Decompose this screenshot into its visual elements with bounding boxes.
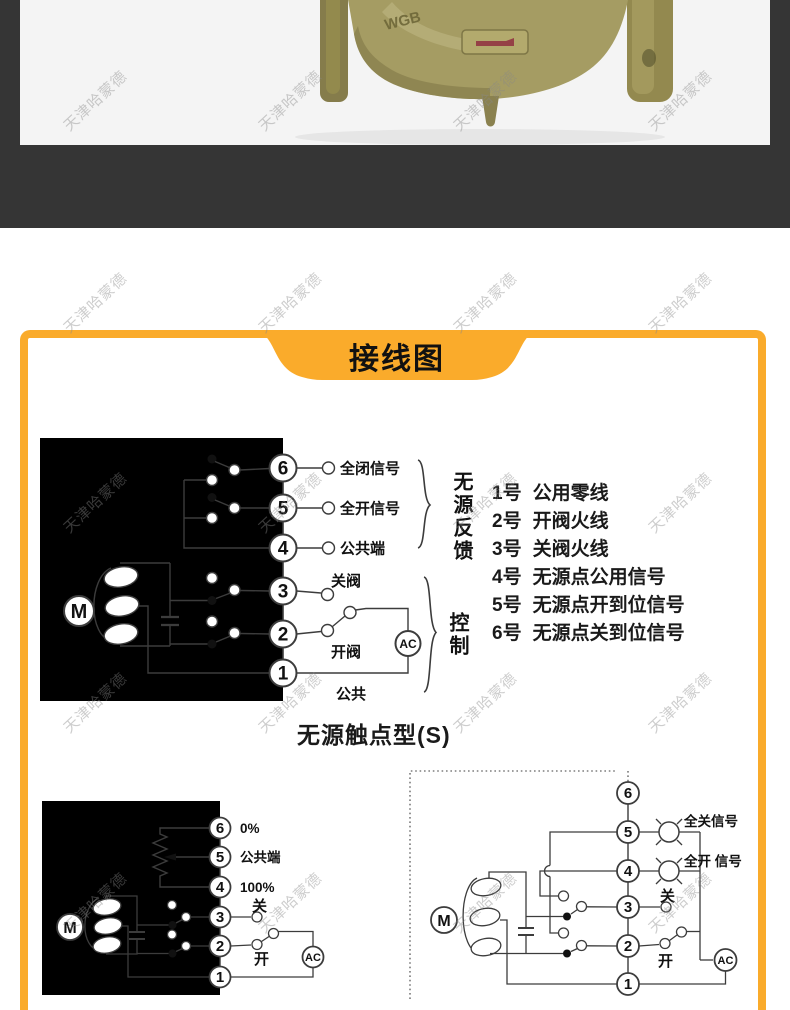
watermark: 天津哈蒙德: [59, 268, 132, 338]
ac-label: AC: [399, 637, 417, 651]
watermark: 天津哈蒙德: [254, 268, 327, 338]
terminal-no: 4号: [492, 562, 522, 589]
terminal-desc: 关阀火线: [533, 534, 609, 561]
signal-label-common-end: 公共端: [340, 540, 385, 558]
list-item: 2号开阀火线: [492, 505, 685, 533]
ac-label: AC: [718, 955, 734, 967]
terminal-no: 6号: [492, 618, 522, 645]
terminal-number: 1: [216, 969, 224, 986]
terminal-number: 2: [216, 938, 224, 955]
terminal-desc: 无源点开到位信号: [533, 590, 685, 617]
diagram-potentiometer: 6 5 4 3 2 1 M AC 0% 公共端 100% 关 开: [36, 796, 328, 999]
terminal-desc: 公用零线: [533, 478, 609, 505]
feedback-brace: [418, 460, 430, 548]
motor-label: M: [63, 920, 76, 937]
terminal-desc: 无源点关到位信号: [533, 618, 685, 645]
label-open: 开: [658, 953, 673, 970]
terminal-number: 3: [216, 909, 224, 926]
top-dark-band: WGB: [0, 0, 790, 228]
terminal-no: 1号: [492, 478, 522, 505]
terminal-number: 5: [278, 499, 289, 520]
terminal-no: 2号: [492, 506, 522, 533]
enclosure-dotted-border: [42, 801, 220, 995]
label-close-valve: 关阀: [331, 572, 361, 590]
label-common: 公共: [336, 686, 366, 703]
valve-right-flange-highlight: [632, 0, 654, 94]
terminal-no: 3号: [492, 534, 522, 561]
signal-label-open: 全开信号: [339, 500, 400, 518]
control-brace: [424, 577, 436, 692]
label-close: 关: [252, 897, 267, 915]
watermark: 天津哈蒙德: [449, 268, 522, 338]
label-close: 关: [660, 887, 675, 905]
lamp-closed-signal: [656, 819, 682, 845]
valve-bolt-hole: [642, 49, 656, 67]
watermark: 天津哈蒙德: [644, 268, 717, 338]
label-fully-closed-signal: 全关信号: [683, 813, 738, 829]
terminal-number: 5: [216, 849, 224, 866]
list-item: 4号无源点公用信号: [492, 561, 685, 589]
label-0-percent: 0%: [240, 821, 260, 836]
terminal-number: 6: [216, 820, 224, 837]
terminal-desc: 开阀火线: [533, 506, 609, 533]
valve-photo-illustration: WGB: [20, 0, 770, 145]
valve-drain-nub: [482, 96, 499, 127]
terminal-number: 1: [278, 664, 289, 685]
motor-label: M: [71, 601, 88, 623]
terminal-number: 2: [278, 625, 289, 646]
label-100-percent: 100%: [240, 880, 275, 895]
enclosure-dotted-border: [410, 771, 617, 999]
label-fully-open-signal: 全开 信号: [683, 853, 742, 869]
list-item: 5号无源点开到位信号: [492, 589, 685, 617]
valve-shadow: [295, 129, 665, 145]
terminal-number: 4: [216, 879, 225, 896]
terminal-number: 3: [278, 582, 289, 603]
terminal-description-list: 1号公用零线 2号开阀火线 3号关阀火线 4号无源点公用信号 5号无源点开到位信…: [492, 477, 685, 645]
label-open-valve: 开阀: [331, 643, 361, 661]
list-item: 1号公用零线: [492, 477, 685, 505]
label-open: 开: [254, 951, 269, 968]
terminal-number: 3: [624, 899, 632, 916]
enclosure-dashed-border: [40, 438, 283, 701]
terminal-number: 4: [624, 863, 633, 880]
terminal-no: 5号: [492, 590, 522, 617]
label-common-end: 公共端: [240, 849, 281, 865]
terminal-number: 1: [624, 976, 632, 993]
list-item: 6号无源点关到位信号: [492, 617, 685, 645]
terminal-number: 4: [278, 539, 289, 560]
signal-label-closed: 全闭信号: [339, 460, 400, 478]
diagram-lamp-feedback: 6 5 4 3 2 1 M AC 全关信号 全开 信号 关 开: [403, 763, 765, 999]
diagram-passive-contact: 6 5 4 3 2 1 M AC 全闭信号 全开信号 公共端 关阀 开阀 公共: [28, 428, 478, 720]
lamp-open-signal: [656, 858, 682, 884]
ac-label: AC: [305, 952, 321, 964]
motor-label: M: [437, 913, 450, 930]
group-label-passive-feedback: 无源反馈: [447, 471, 476, 563]
valve-left-flange-highlight: [326, 0, 340, 94]
terminal-number: 5: [624, 824, 632, 841]
section-banner: 接线图: [252, 330, 542, 386]
section-title: 接线图: [252, 334, 542, 378]
terminal-number: 6: [278, 459, 289, 480]
terminal-number: 6: [624, 785, 632, 802]
terminal-desc: 无源点公用信号: [533, 562, 666, 589]
product-photo: WGB: [20, 0, 770, 145]
group-label-control: 控制: [443, 612, 472, 658]
list-item: 3号关阀火线: [492, 533, 685, 561]
diagram-caption: 无源触点型(S): [297, 716, 451, 750]
terminal-number: 2: [624, 938, 632, 955]
